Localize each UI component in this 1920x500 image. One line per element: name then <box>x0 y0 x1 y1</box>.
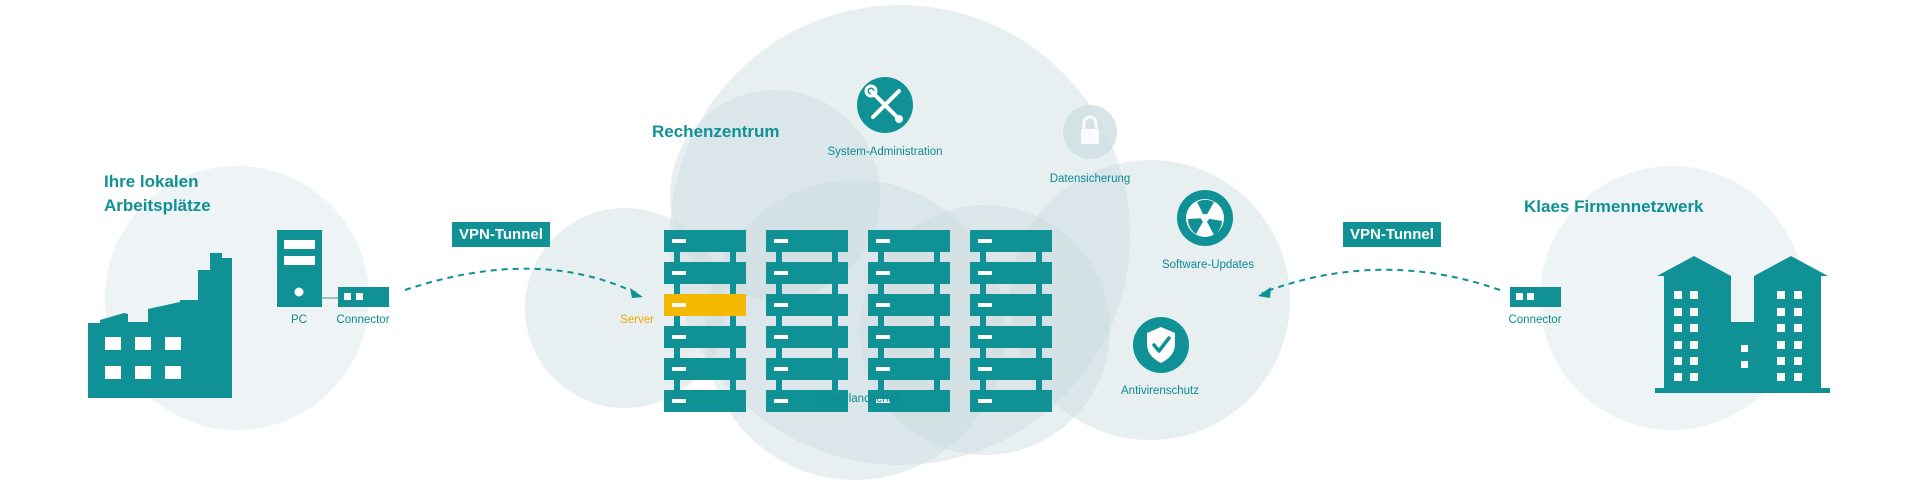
right-site-title: Klaes Firmennetzwerk <box>1524 197 1704 216</box>
server-unit <box>766 230 848 252</box>
vpn-tunnel-left-badge: VPN-Tunnel <box>452 222 550 247</box>
datacenter-title: Rechenzentrum <box>652 122 780 141</box>
server-unit <box>970 326 1052 348</box>
server-unit <box>970 294 1052 316</box>
left-site-title-line2: Arbeitsplätze <box>104 195 211 215</box>
server-unit <box>766 390 848 412</box>
server-unit <box>664 358 746 380</box>
antivirus-label: Antivirenschutz <box>1121 385 1199 397</box>
server-unit <box>664 390 746 412</box>
server-rack <box>766 230 848 412</box>
fan-icon <box>1177 190 1233 246</box>
server-unit <box>970 390 1052 412</box>
connector-device-right-icon <box>1510 287 1561 307</box>
connector-right-label: Connector <box>1508 314 1562 326</box>
server-unit <box>970 358 1052 380</box>
server-unit <box>766 262 848 284</box>
left-site-title: Ihre lokalen Arbeitsplätze <box>104 170 211 218</box>
server-unit <box>868 326 950 348</box>
left-site-title-line1: Ihre lokalen <box>104 172 199 191</box>
lock-icon <box>1063 105 1117 159</box>
sysadmin-label: System-Administration <box>827 146 943 158</box>
office-building-icon <box>1655 256 1830 393</box>
server-rack <box>868 230 950 412</box>
backup-label: Datensicherung <box>1049 173 1131 185</box>
server-unit <box>868 294 950 316</box>
server-racks <box>664 230 1052 412</box>
software-updates-label: Software-Updates <box>1161 259 1255 271</box>
server-unit <box>868 262 950 284</box>
connector-left-label: Connector <box>336 314 390 326</box>
pc-icon <box>277 230 322 307</box>
server-label: Server <box>620 314 654 326</box>
server-unit <box>868 390 950 412</box>
server-unit <box>970 230 1052 252</box>
server-unit-highlighted <box>664 294 746 316</box>
server-unit <box>868 358 950 380</box>
server-rack <box>664 230 746 412</box>
tunnel-arrow-left <box>404 267 643 298</box>
server-rack <box>970 230 1052 412</box>
server-unit <box>664 262 746 284</box>
shield-check-icon <box>1133 317 1189 373</box>
wrench-screwdriver-icon <box>857 77 913 133</box>
server-unit <box>664 230 746 252</box>
pc-label: PC <box>291 314 307 326</box>
server-unit <box>766 358 848 380</box>
connector-device-left-icon <box>338 287 389 307</box>
serverlandscape-label: Serverlandschaft <box>814 393 902 405</box>
server-unit <box>970 262 1052 284</box>
server-unit <box>664 326 746 348</box>
tunnel-arrow-right <box>1258 268 1501 298</box>
server-unit <box>868 230 950 252</box>
server-unit <box>766 326 848 348</box>
factory-icon <box>88 253 232 398</box>
server-unit <box>766 294 848 316</box>
vpn-tunnel-right-badge: VPN-Tunnel <box>1343 222 1441 247</box>
